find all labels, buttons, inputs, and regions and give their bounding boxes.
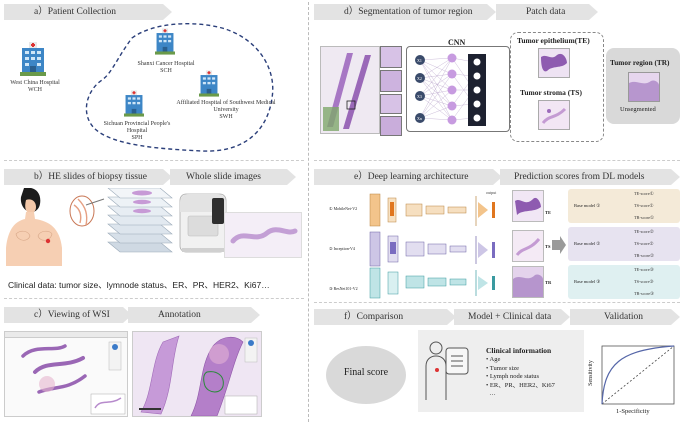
tr-score-2: TR-score② <box>634 253 654 258</box>
tumor-patch-column <box>380 46 402 136</box>
patch-tag-ts: TS <box>545 244 551 249</box>
roc-curve-plot <box>601 345 675 405</box>
breast-biopsy-icon <box>69 195 105 227</box>
banner-annotation: Annotation <box>128 307 260 323</box>
banner-segmentation: d）Segmentation of tumor region <box>314 4 496 20</box>
base-model-3-label: Base model ③ <box>574 279 601 284</box>
cnn-input-node-3: X3 <box>417 94 422 99</box>
te-score-3: TE-score③ <box>634 267 654 272</box>
cnn-input-node-2: X2 <box>417 76 422 81</box>
base-model-3-box <box>568 265 680 299</box>
hospital-building-icon <box>124 90 144 117</box>
doctor-icon <box>425 341 469 400</box>
ts-score-3: TS-score③ <box>634 279 654 284</box>
te-score-1: TE-score① <box>634 191 654 196</box>
banner-viewing-wsi: c）Viewing of WSI <box>4 307 132 323</box>
base-model-1-box <box>568 189 680 223</box>
banner-patch-data: Patch data <box>496 4 598 20</box>
arch-inception-diagram <box>369 231 495 267</box>
tumor-stroma-patch <box>538 100 570 130</box>
arch-resnet-diagram <box>369 267 495 299</box>
cnn-input-node-1: X1 <box>417 58 422 63</box>
slide-scanner-icon <box>179 193 227 253</box>
divider-d-e <box>314 160 680 161</box>
banner-prediction-scores: Prediction scores from DL models <box>500 169 680 185</box>
clinical-info-title: Clinical information <box>486 346 552 355</box>
clinical-item-receptors: • ER、PR、HER2、Ki67 <box>486 381 555 389</box>
clinical-data-line: Clinical data: tumor size、lymnode status… <box>8 280 270 290</box>
banner-validation: Validation <box>570 309 680 325</box>
cnn-label: CNN <box>448 38 466 47</box>
tumor-stroma-label: Tumor stroma (TS) <box>520 88 582 97</box>
patch-te <box>512 190 544 222</box>
arch-label-inception: ② Inception-V4 <box>329 246 355 251</box>
clinical-item-age: • Age <box>486 356 501 363</box>
tr-score-3: TR-score③ <box>634 291 654 296</box>
he-slide-stack <box>107 188 173 253</box>
tr-score-1: TR-score① <box>634 215 654 220</box>
clinical-info-list: • Age • Tumor size • Lymph node status •… <box>486 356 555 399</box>
arch-mobilenet-diagram <box>369 193 495 227</box>
divider-a-b <box>4 160 304 161</box>
vertical-divider <box>308 2 309 422</box>
tumor-epithelium-patch <box>538 48 570 78</box>
prediction-arrow <box>552 236 566 254</box>
unsegmented-label: Unsegmented <box>620 106 656 113</box>
divider-e-f <box>314 302 680 303</box>
clinical-item-tumor-size: • Tumor size <box>486 364 519 372</box>
cnn-diagram-box <box>406 46 510 132</box>
final-score-label: Final score <box>343 367 389 378</box>
banner-model-clinical: Model + Clinical data <box>454 309 570 325</box>
base-model-1-label: Base model ① <box>574 203 601 208</box>
wsi-viewer-panel[interactable] <box>4 331 128 417</box>
banner-comparison: f）Comparison <box>314 309 456 325</box>
patch-tag-te: TE <box>545 210 552 215</box>
roc-xlabel: 1-Specificity <box>616 408 650 415</box>
hospital-building-icon <box>199 70 219 97</box>
arch-label-mobilenet: ① MobileNet-V2 <box>329 206 358 211</box>
clinical-item-more: … <box>489 390 496 397</box>
patch-ts <box>512 230 544 262</box>
divider-b-c <box>4 298 304 299</box>
tumor-region-patch <box>628 72 660 102</box>
hospital-swh-label: Affiliated Hospital of Southwest Medical… <box>176 100 276 120</box>
ts-score-1: TS-score① <box>634 203 654 208</box>
base-model-2-label: Base model ② <box>574 241 601 246</box>
banner-whole-slide-images: Whole slide images <box>170 169 296 185</box>
banner-patient-collection: a）Patient Collection <box>4 4 172 20</box>
ts-score-2: TS-score② <box>634 241 654 246</box>
tumor-wsi-image <box>320 46 380 134</box>
hospital-building-icon <box>155 28 175 55</box>
roc-ylabel: Sensitivity <box>587 360 594 386</box>
banner-he-slides: b）HE slides of biopsy tissue <box>4 169 172 185</box>
patch-bracket <box>510 32 604 142</box>
final-score-circle <box>326 346 406 404</box>
cnn-input-node-n: Xn <box>417 116 422 121</box>
te-score-2: TE-score② <box>634 229 654 234</box>
patch-tag-tr: TR <box>545 280 552 285</box>
banner-deep-learning: e）Deep learning architecture <box>314 169 502 185</box>
hospital-cluster-dashed-outline <box>85 23 274 152</box>
annotation-panel[interactable] <box>132 331 262 417</box>
clinical-item-lymph-node: • Lymph node status <box>486 373 540 380</box>
tumor-region-label: Tumor region (TR) <box>610 58 670 67</box>
hospital-building-icon <box>20 42 46 76</box>
arch-output-label: output <box>486 190 497 195</box>
tumor-epithelium-label: Tumor epithelium(TE) <box>517 36 590 45</box>
base-model-2-box <box>568 227 680 261</box>
cnn-network <box>415 53 486 126</box>
arch-label-resnet: ③ ResNet101-V2 <box>329 286 358 291</box>
patch-tr <box>512 266 544 298</box>
whole-slide-image-thumbnail <box>224 212 302 258</box>
patient-torso-illustration <box>6 188 62 266</box>
